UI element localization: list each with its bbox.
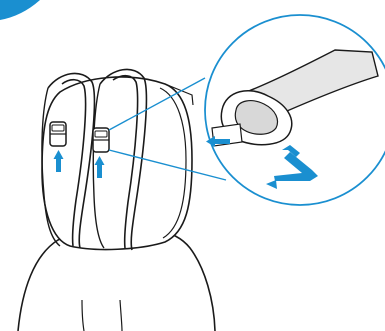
buckle-left <box>50 122 66 146</box>
buckle-right <box>93 128 109 152</box>
neck-pillow-case <box>42 77 193 249</box>
corner-badge-icon <box>0 0 40 20</box>
magnified-buckle-detail <box>205 15 385 205</box>
